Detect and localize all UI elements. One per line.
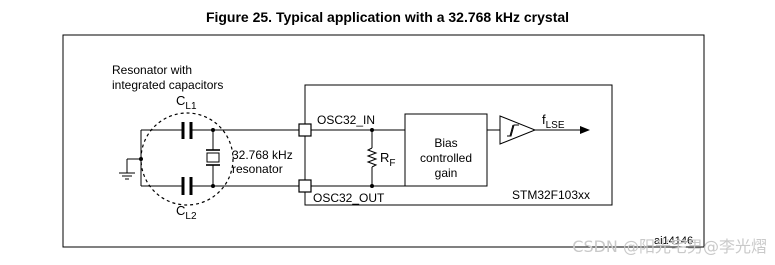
crystal-label-line1: 32.768 kHz [232,148,293,162]
capacitor-cl2-symbol [141,177,300,195]
resistor-label: RF [380,150,396,169]
figure-frame [62,34,705,248]
bias-gain-block [404,113,488,187]
bias-label-line3: gain [435,166,458,180]
figure-id-label: ai14146 [654,235,693,247]
bias-label-line1: Bias [434,136,457,150]
chip-label: STM32F103xx [512,188,590,202]
resistor-rf-symbol [366,130,378,186]
capacitor-cl1-symbol [141,122,300,139]
pin-in-label: OSC32_IN [317,113,375,127]
schmitt-buffer-icon [499,115,537,145]
output-label: fLSE [542,112,565,131]
output-arrow-icon [535,126,590,134]
resonator-group-label-line1: Resonator with [112,63,192,77]
pin-out-label: OSC32_OUT [313,191,385,205]
crystal-resonator-symbol [206,128,220,188]
ground-icon [119,158,141,180]
resonator-group-label-line2: integrated capacitors [112,78,223,92]
bias-label-line2: controlled [420,151,472,165]
mcu-boundary [304,84,613,206]
figure-title: Figure 25. Typical application with a 32… [205,9,570,25]
watermark: CSDN @阳光宅男@李光熠 [572,237,767,256]
pin-osc32-out [298,179,312,193]
crystal-label-line2: resonator [232,162,283,176]
cap-cl1-label: CL1 [176,93,197,112]
pin-osc32-in [298,123,312,137]
cap-cl2-label: CL2 [176,203,197,222]
